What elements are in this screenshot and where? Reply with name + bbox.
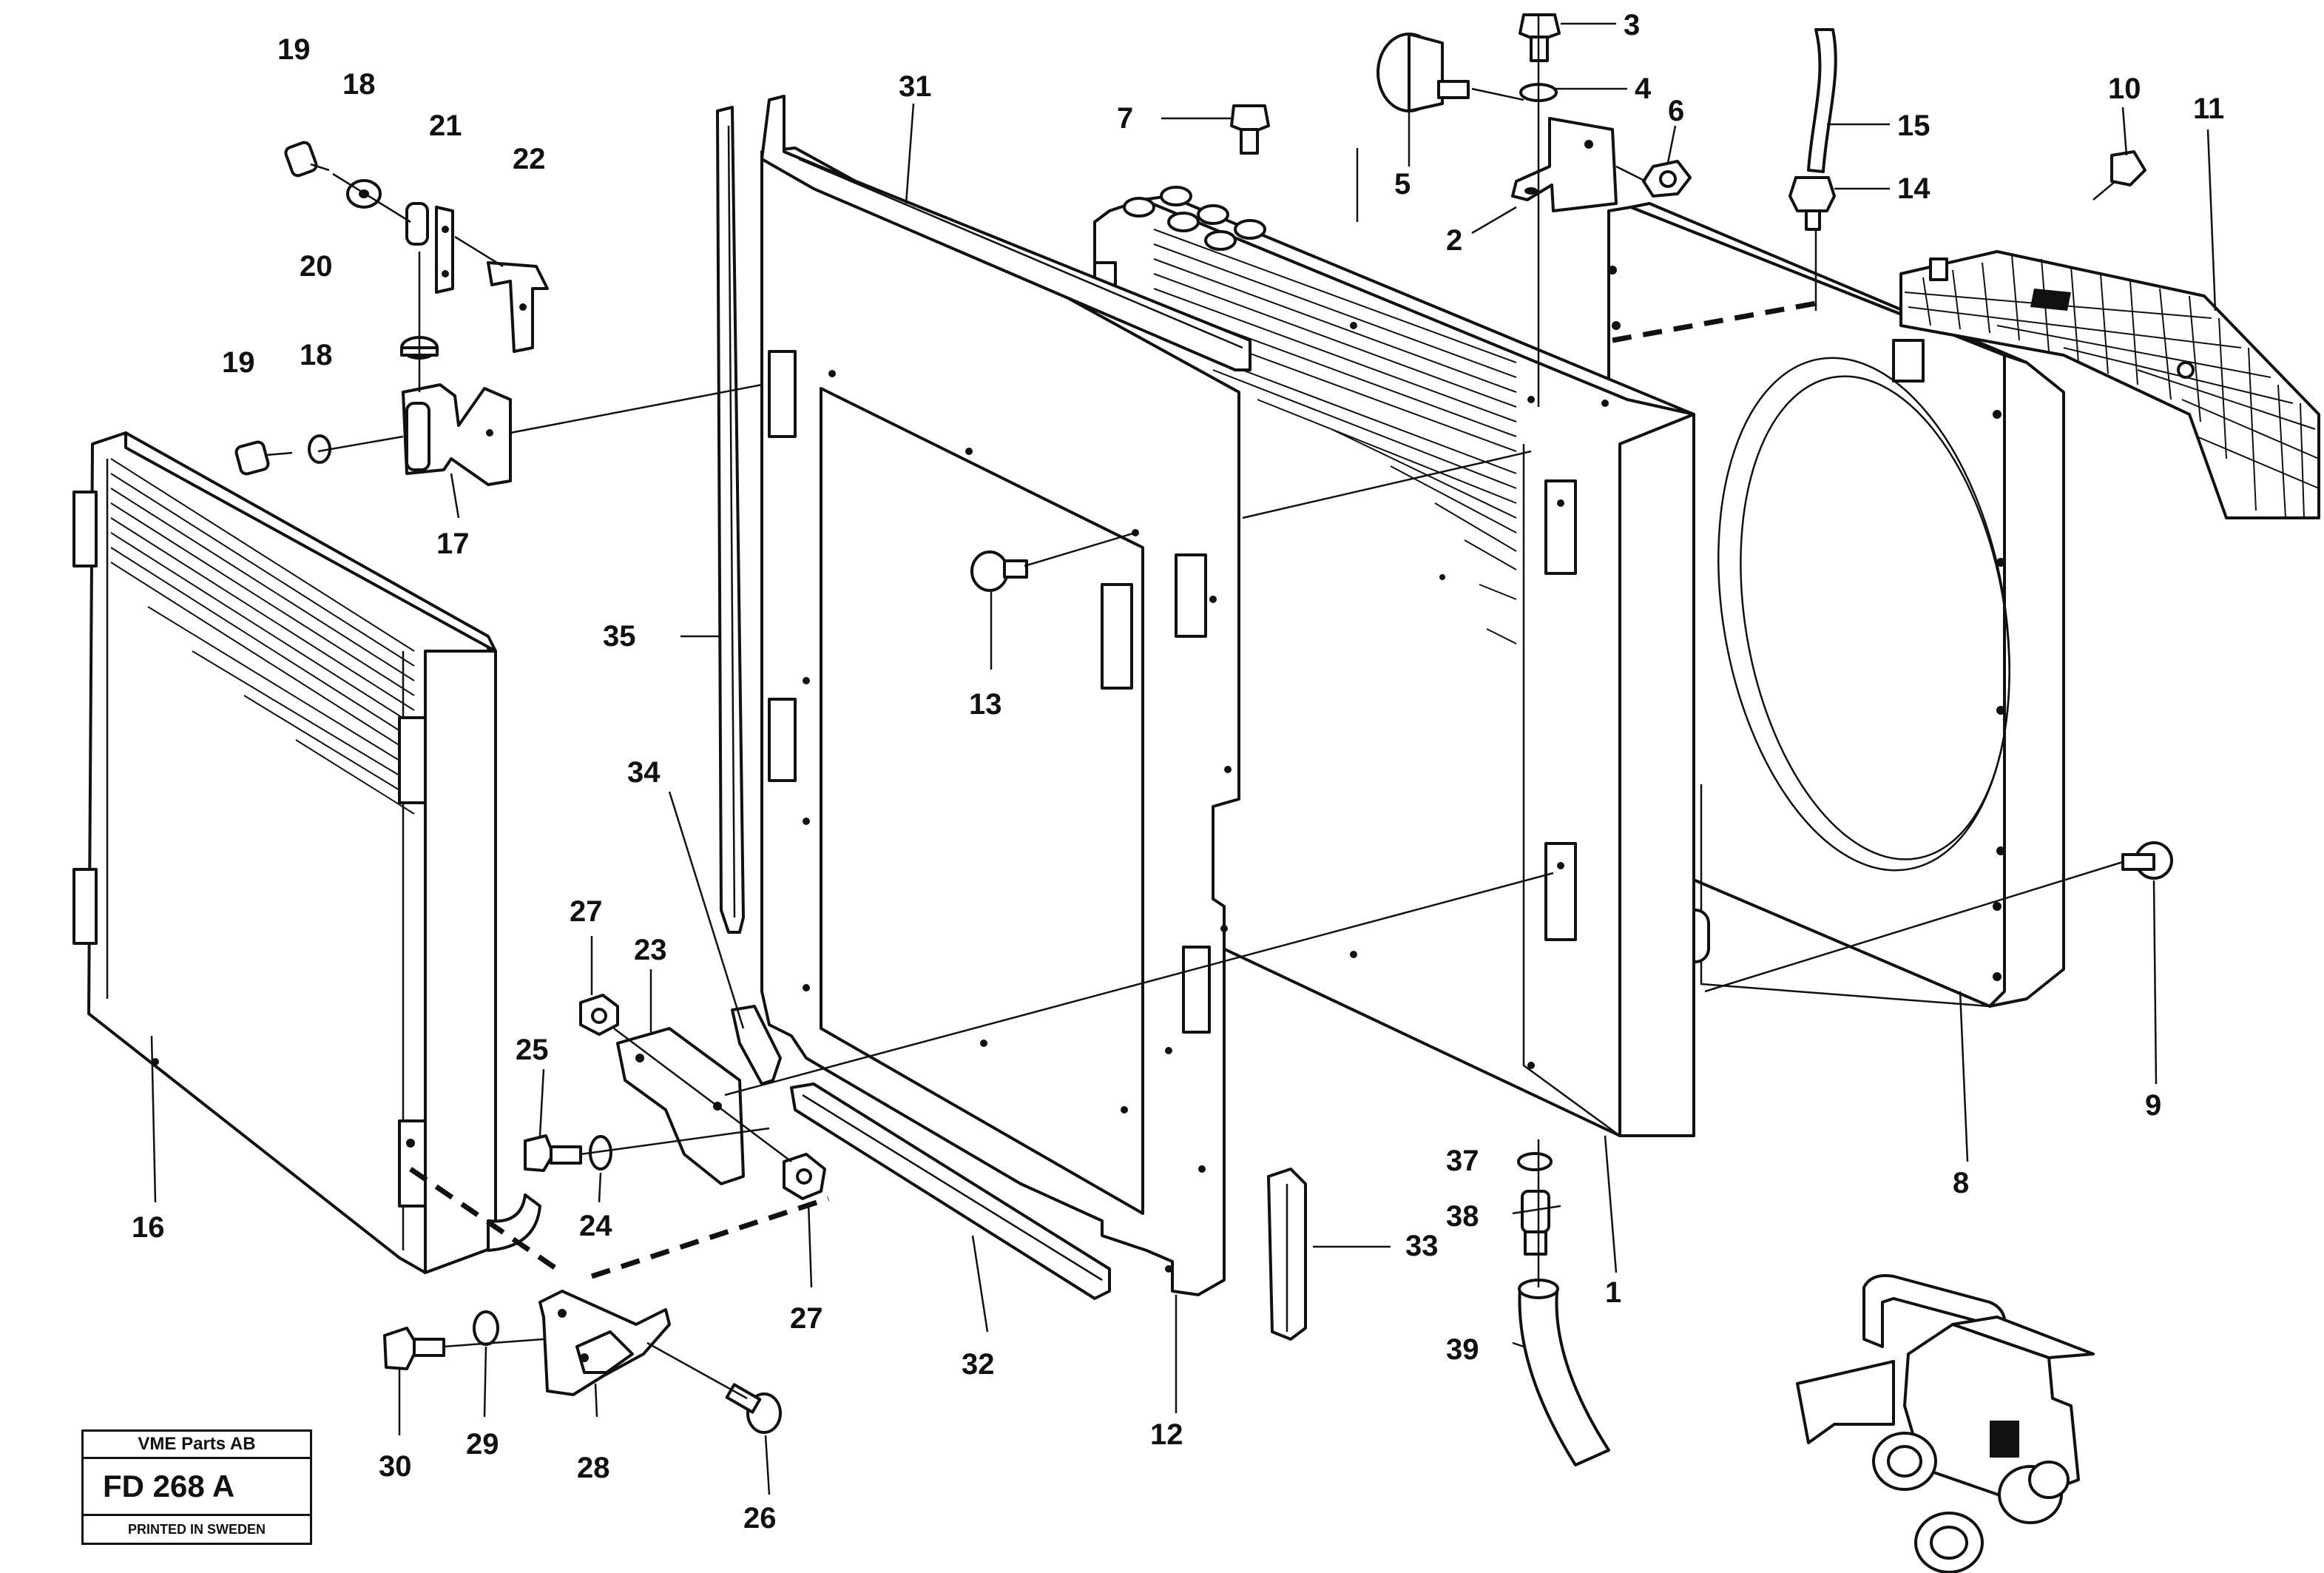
label-7: 7 <box>1117 102 1133 135</box>
label-15: 15 <box>1897 110 1931 142</box>
stamp-code: FD 268 A <box>84 1459 310 1516</box>
bracket-23 <box>616 1027 745 1185</box>
label-30: 30 <box>379 1450 412 1483</box>
nut-27-bottom <box>783 1153 826 1200</box>
label-24: 24 <box>579 1210 612 1242</box>
radiator-core <box>1093 186 1695 1137</box>
seal-profile <box>1267 1168 1307 1341</box>
hose-15 <box>1807 28 1837 173</box>
label-leaders <box>150 22 2217 1495</box>
label-16: 16 <box>132 1211 165 1244</box>
nut-6 <box>1642 160 1692 198</box>
label-2: 2 <box>1446 224 1462 257</box>
seal-clip <box>731 1005 782 1085</box>
alignment-lines <box>317 15 2124 1400</box>
label-3: 3 <box>1624 9 1640 41</box>
stamp-printed: PRINTED IN SWEDEN <box>127 1522 266 1537</box>
sensor-5 <box>1377 33 1470 112</box>
drain-hose-39 <box>1518 1279 1610 1466</box>
drain-plug-38 <box>1521 1190 1550 1256</box>
label-34: 34 <box>627 756 661 789</box>
latch-28 <box>538 1290 671 1396</box>
label-38: 38 <box>1446 1200 1479 1233</box>
bolt-10 <box>2092 150 2146 201</box>
bottom-seal-strip <box>790 1082 1111 1300</box>
label-29: 29 <box>466 1428 499 1461</box>
label-26: 26 <box>743 1502 777 1535</box>
label-19-mid: 19 <box>222 346 255 379</box>
label-11: 11 <box>2193 92 2224 125</box>
label-18-top: 18 <box>342 68 376 101</box>
title-stamp: VME Parts AB FD 268 A PRINTED IN SWEDEN <box>81 1429 312 1545</box>
label-27-bottom: 27 <box>790 1302 823 1335</box>
fan-shroud <box>1607 202 2065 1008</box>
label-18-mid: 18 <box>300 339 333 371</box>
label-12: 12 <box>1150 1418 1183 1451</box>
label-4: 4 <box>1635 73 1652 105</box>
side-seal-strip <box>716 106 745 934</box>
wheel-loader-pictogram <box>1796 1274 2095 1573</box>
label-37: 37 <box>1446 1145 1479 1177</box>
intermediate-frame <box>760 146 1240 1296</box>
label-25: 25 <box>516 1034 549 1066</box>
bolt-25 <box>524 1134 582 1172</box>
fitting-14 <box>1788 176 1836 231</box>
bolt-30 <box>383 1327 445 1370</box>
label-19-top: 19 <box>277 33 311 66</box>
bolt-19-mid <box>234 440 293 476</box>
label-14: 14 <box>1897 172 1931 205</box>
pin-21 <box>405 202 454 294</box>
label-28: 28 <box>577 1452 610 1484</box>
label-32: 32 <box>962 1348 995 1381</box>
label-20: 20 <box>300 250 333 283</box>
part-number-labels: 1 2 3 4 5 6 7 8 9 10 11 12 13 14 15 16 1… <box>132 9 2224 1535</box>
nut-27-top <box>579 994 619 1036</box>
fan-guard-grid <box>1892 250 2320 519</box>
top-seal-strip <box>760 95 1251 371</box>
washer-37 <box>1517 1152 1553 1171</box>
label-10: 10 <box>2108 73 2141 105</box>
bracket-22 <box>487 261 549 353</box>
label-35: 35 <box>603 620 636 653</box>
bolt-19-top <box>284 141 330 178</box>
bolt-7 <box>1230 104 1270 155</box>
label-21: 21 <box>429 110 462 142</box>
label-1: 1 <box>1605 1276 1621 1309</box>
bolt-3 <box>1519 13 1561 62</box>
label-31: 31 <box>899 70 932 103</box>
oil-cooler <box>72 431 541 1274</box>
label-6: 6 <box>1668 95 1684 127</box>
label-8: 8 <box>1953 1167 1969 1199</box>
stamp-company: VME Parts AB <box>84 1432 310 1459</box>
label-22: 22 <box>513 143 546 175</box>
bolt-9 <box>2121 841 2173 880</box>
label-27-top: 27 <box>570 895 603 928</box>
bolt-13 <box>970 550 1028 592</box>
label-5: 5 <box>1394 168 1411 201</box>
label-17: 17 <box>436 528 470 560</box>
label-9: 9 <box>2145 1089 2161 1122</box>
hinge-17 <box>402 383 512 486</box>
washer-29 <box>473 1310 499 1346</box>
label-13: 13 <box>969 688 1002 721</box>
bracket-2 <box>1511 117 1618 212</box>
label-39: 39 <box>1446 1333 1479 1366</box>
label-23: 23 <box>634 934 667 966</box>
label-33: 33 <box>1405 1230 1439 1262</box>
